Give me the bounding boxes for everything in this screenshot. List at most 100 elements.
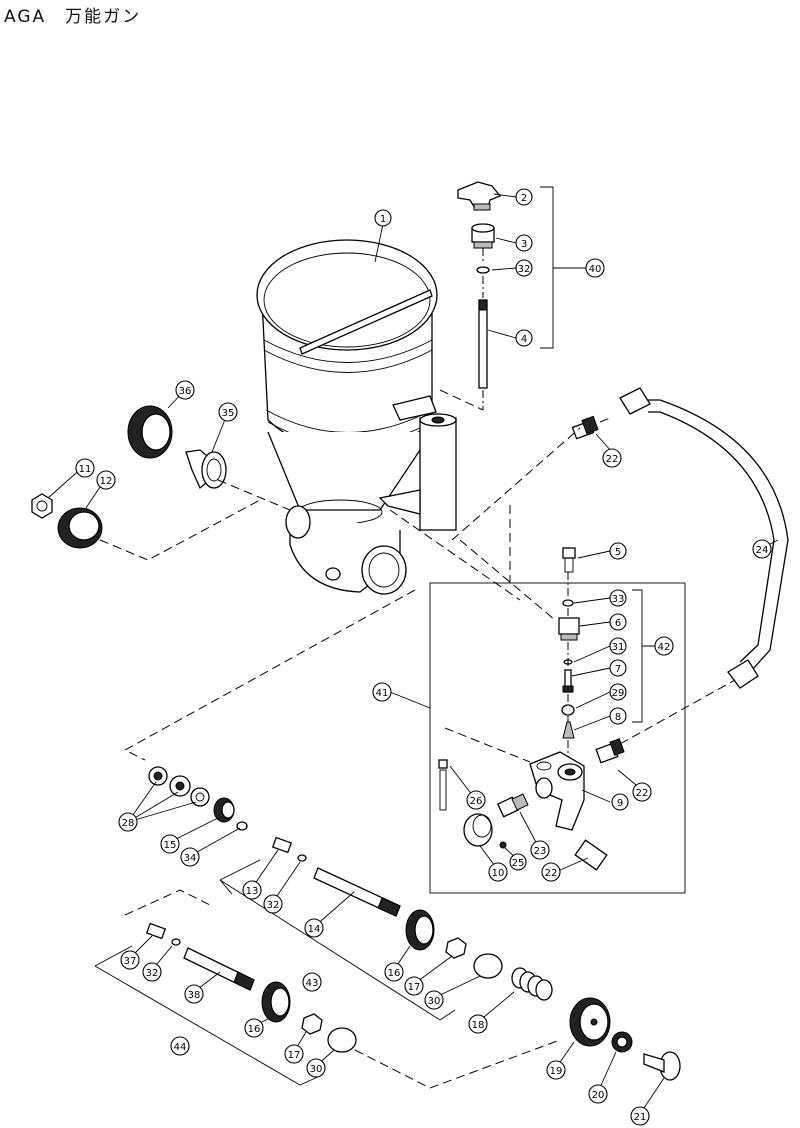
callout-21: 21 [630,1106,650,1126]
svg-text:41: 41 [376,688,389,699]
svg-text:26: 26 [470,796,483,807]
plunger-21-part [643,1051,681,1081]
nut-11-part [31,493,53,519]
callout-30a: 30 [424,990,444,1010]
svg-text:10: 10 [492,868,505,879]
tip-8-part [562,721,575,739]
svg-text:7: 7 [615,664,621,675]
callout-44: 44 [170,1036,190,1056]
callout-26: 26 [466,790,486,810]
hose-part [619,387,789,689]
callout-25: 25 [509,853,527,871]
svg-text:38: 38 [188,990,201,1001]
callout-9: 9 [611,793,629,811]
svg-text:25: 25 [512,858,525,869]
svg-text:32: 32 [146,968,159,979]
svg-text:16: 16 [388,968,401,979]
svg-text:30: 30 [310,1064,323,1075]
svg-text:44: 44 [174,1042,187,1053]
callout-14: 14 [304,918,324,938]
bolt-26-part [438,759,448,811]
svg-text:40: 40 [589,264,602,275]
svg-text:16: 16 [248,1024,261,1035]
callout-32a: 32 [515,259,533,277]
washer-20-part [611,1031,633,1053]
callout-32b: 32 [263,894,283,914]
needle-rod-part [478,299,488,389]
svg-text:22: 22 [545,868,558,879]
svg-text:15: 15 [164,840,177,851]
body-dash [444,727,531,763]
svg-text:35: 35 [222,408,235,419]
callout-22b: 22 [632,782,652,802]
o-ring-30a-part [473,953,503,979]
bracket-43 [219,859,456,1021]
box-41-dash [389,505,556,621]
callout-8: 8 [609,707,627,725]
svg-text:18: 18 [472,1020,485,1031]
callout-12: 12 [96,470,116,490]
svg-text:24: 24 [756,545,769,556]
svg-text:17: 17 [288,1050,301,1061]
svg-text:29: 29 [612,688,625,699]
o-ring-30b-part [327,1027,357,1053]
svg-text:4: 4 [521,334,527,345]
callout-2: 2 [515,188,533,206]
callout-24: 24 [752,539,772,559]
screw-5-part [562,547,576,573]
svg-text:19: 19 [550,1066,563,1077]
svg-text:42: 42 [658,642,671,653]
svg-text:21: 21 [634,1112,647,1123]
lower-assembly-dash [123,589,416,761]
tube-14-part [313,867,401,917]
fitting-22c-part [574,839,608,871]
o-ring-33-part [562,599,574,607]
callout-22c: 22 [541,862,561,882]
svg-text:43: 43 [306,978,319,989]
svg-text:32: 32 [518,264,531,275]
callout-5: 5 [609,542,627,560]
svg-text:28: 28 [122,818,135,829]
svg-text:31: 31 [612,642,625,653]
svg-text:13: 13 [246,886,259,897]
callout-40: 40 [585,258,605,278]
callout-38: 38 [184,984,204,1004]
fitting-22b-part [595,738,625,764]
hose-dash-upper [451,417,611,541]
fitting-22a-part [571,415,599,440]
svg-text:8: 8 [615,712,621,723]
spring-18-part [511,967,553,1001]
callout-10: 10 [488,862,508,882]
hopper-part [256,239,457,595]
svg-text:6: 6 [615,618,621,629]
callout-13: 13 [242,880,262,900]
callout-3: 3 [515,234,533,252]
valve-bushing-part [471,223,495,249]
nozzle-dash [217,479,291,511]
washers-28-part [148,766,210,807]
valve-dash [439,389,484,411]
svg-text:1: 1 [380,214,386,225]
assembly-44-dash [124,889,211,916]
ring-29-part [561,704,575,716]
callout-19: 19 [546,1060,566,1080]
svg-text:11: 11 [79,464,92,475]
nipple-37-part [145,922,167,940]
o-ring-32b-part [297,854,307,862]
needle-7-part [562,669,574,693]
callout-37: 37 [120,950,140,970]
callout-35: 35 [218,402,238,422]
svg-text:22: 22 [606,454,619,465]
cap-10-part [463,813,493,847]
disk-16a-part [405,909,435,951]
bracket-44 [94,945,323,1086]
box-41 [429,582,686,894]
callout-20: 20 [588,1084,608,1104]
bushing-6-part [558,617,580,641]
callout-16a: 16 [384,962,404,982]
callout-15: 15 [160,834,180,854]
ring-nut-dash [99,499,261,561]
svg-text:22: 22 [636,788,649,799]
callout-17b: 17 [284,1044,304,1064]
callout-41: 41 [372,682,392,702]
